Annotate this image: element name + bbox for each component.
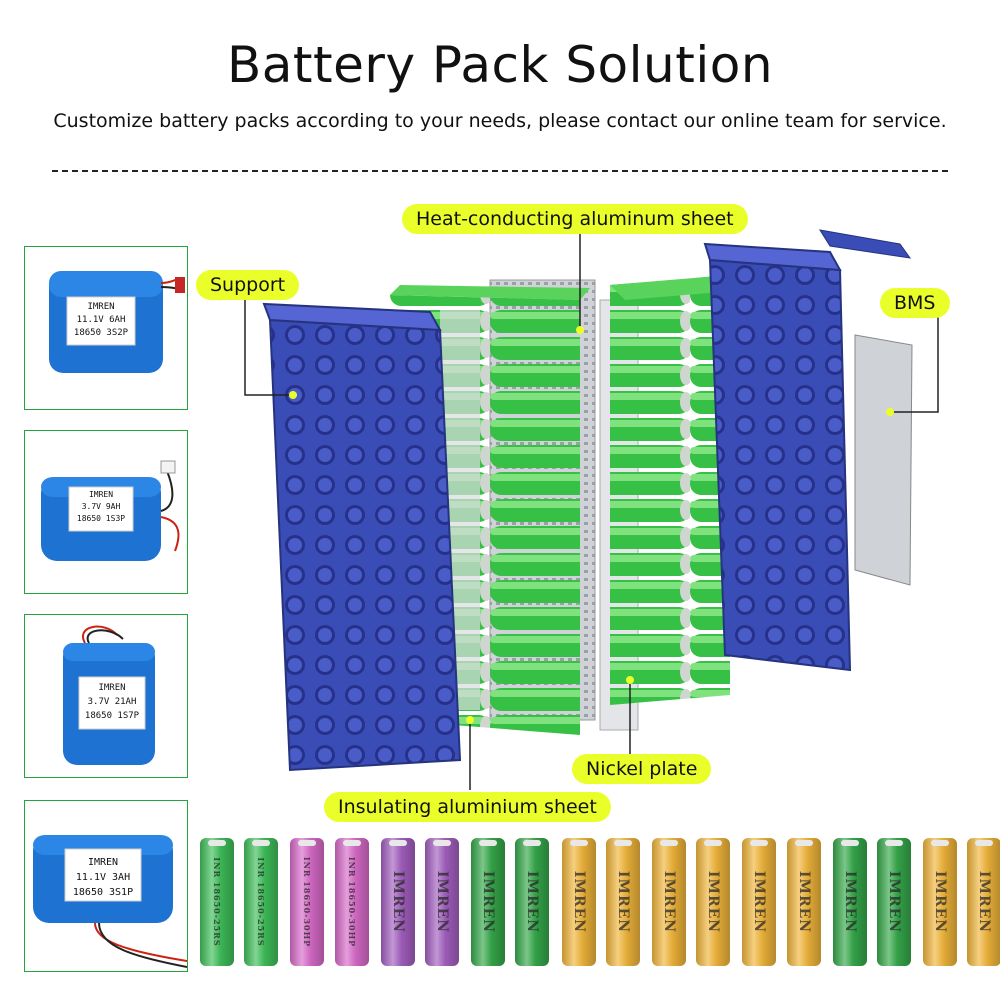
battery-pack-image-4 [33, 835, 187, 968]
battery-cell-11: IMREN [652, 838, 686, 966]
exploded-battery-pack-illustration [244, 228, 939, 790]
battery-cell-3: INR 18650-30HP [290, 838, 325, 966]
callout-nickel-plate: Nickel plate [572, 754, 712, 784]
pack-spec: 3.7V 21AH [87, 697, 137, 707]
pack-label-3: IMREN 3.7V 21AH 18650 1S7P [79, 681, 145, 723]
battery-pack-image-2 [41, 460, 180, 561]
pack-label-4: IMREN 11.1V 3AH 18650 3S1P [65, 855, 141, 900]
cell-label: IMREN [932, 870, 949, 934]
battery-pack-image-3 [63, 625, 155, 765]
pack-brand: IMREN [87, 302, 115, 312]
pack-config: 18650 3S1P [72, 887, 134, 898]
cell-label: IMREN [524, 870, 541, 934]
cell-cap-icon [298, 840, 317, 846]
battery-cell-17: IMREN [923, 838, 958, 966]
page-title: Battery Pack Solution [226, 36, 774, 94]
support-holder-left [262, 302, 462, 772]
cell-label: IMREN [434, 870, 450, 934]
cell-cap-icon [975, 840, 994, 846]
battery-cell-8: IMREN [515, 838, 550, 966]
connector-clip-graphic [818, 229, 912, 259]
cell-label: INR 18650-30HP [346, 856, 357, 948]
cell-lineup: INR 18650-25RS INR 18650-25RS INR 18650-30… [200, 838, 1000, 968]
pack-label-1: IMREN 11.1V 6AH 18650 3S2P [67, 301, 135, 340]
pack-thumbnail-2[interactable]: IMREN 3.7V 9AH 18650 1S3P [24, 430, 188, 594]
battery-cell-16: IMREN [877, 838, 911, 966]
battery-cell-6: IMREN [425, 838, 459, 966]
cell-cap-icon [342, 840, 361, 846]
pack-brand: IMREN [88, 490, 114, 499]
cell-cap-icon [704, 840, 723, 846]
callout-bms: BMS [880, 288, 950, 318]
pack-brand: IMREN [87, 857, 119, 868]
cell-label: INR 18650-25RS [212, 857, 222, 947]
bms-board-graphic [854, 334, 913, 586]
cell-label: INR 18650-25RS [256, 857, 267, 947]
cell-cap-icon [208, 840, 226, 846]
callout-insulating-sheet: Insulating aluminium sheet [324, 792, 611, 822]
cell-label: IMREN [976, 870, 993, 934]
cell-cap-icon [433, 840, 451, 846]
cell-cap-icon [523, 840, 542, 846]
pack-config: 18650 1S7P [84, 711, 140, 721]
cell-cap-icon [885, 840, 903, 846]
cell-label: IMREN [886, 870, 902, 934]
support-holder-right [703, 242, 852, 672]
cell-label: IMREN [705, 870, 722, 934]
pack-config: 18650 1S3P [76, 514, 126, 523]
battery-cell-9: IMREN [561, 838, 596, 966]
battery-cell-4: INR 18650-30HP [334, 838, 369, 966]
pack-config: 18650 3S2P [73, 328, 129, 338]
battery-cell-2: INR 18650-25RS [244, 838, 279, 966]
battery-cell-1: INR 18650-25RS [200, 838, 234, 966]
cell-cap-icon [750, 840, 769, 846]
battery-pack-image-1 [49, 271, 185, 373]
cell-label: INR 18650-30HP [302, 856, 313, 948]
cell-cap-icon [931, 840, 950, 846]
pack-spec: 11.1V 6AH [76, 315, 126, 325]
cell-cap-icon [479, 840, 498, 846]
battery-cell-13: IMREN [742, 838, 777, 966]
cell-cap-icon [252, 840, 271, 846]
cell-label: IMREN [614, 870, 631, 934]
pack-thumbnail-1[interactable]: IMREN 11.1V 6AH 18650 3S2P [24, 246, 188, 410]
cell-cap-icon [660, 840, 678, 846]
callout-support: Support [196, 270, 300, 300]
cell-label: IMREN [795, 870, 812, 934]
pack-label-2: IMREN 3.7V 9AH 18650 1S3P [69, 489, 133, 525]
pack-spec: 11.1V 3AH [75, 872, 131, 883]
pack-brand: IMREN [98, 683, 126, 693]
battery-cell-18: IMREN [967, 838, 1000, 966]
pack-thumbnail-3[interactable]: IMREN 3.7V 21AH 18650 1S7P [24, 614, 188, 778]
cell-label: IMREN [751, 870, 768, 934]
battery-cell-12: IMREN [696, 838, 731, 966]
cell-label: IMREN [389, 870, 406, 934]
cell-label: IMREN [661, 870, 677, 934]
battery-cell-10: IMREN [605, 838, 640, 966]
page-subtitle: Customize battery packs according to you… [53, 110, 947, 132]
callout-heat-conducting-sheet: Heat-conducting aluminum sheet [402, 204, 748, 234]
cell-cap-icon [613, 840, 632, 846]
cell-cap-icon [794, 840, 813, 846]
dashed-divider [52, 170, 948, 172]
battery-cell-7: IMREN [471, 838, 506, 966]
pack-thumbnail-4[interactable]: IMREN 11.1V 3AH 18650 3S1P [24, 800, 188, 972]
cell-cap-icon [840, 840, 859, 846]
cell-cap-icon [388, 840, 407, 846]
bms-leader-line [890, 315, 939, 413]
battery-cell-14: IMREN [786, 838, 821, 966]
cell-label: IMREN [570, 870, 587, 934]
support-leader-line [244, 290, 293, 396]
pack-spec: 3.7V 9AH [81, 502, 121, 511]
battery-cell-15: IMREN [832, 838, 867, 966]
cell-label: IMREN [841, 870, 858, 934]
battery-cell-5: IMREN [380, 838, 415, 966]
cell-label: IMREN [480, 870, 497, 934]
cell-cap-icon [569, 840, 588, 846]
